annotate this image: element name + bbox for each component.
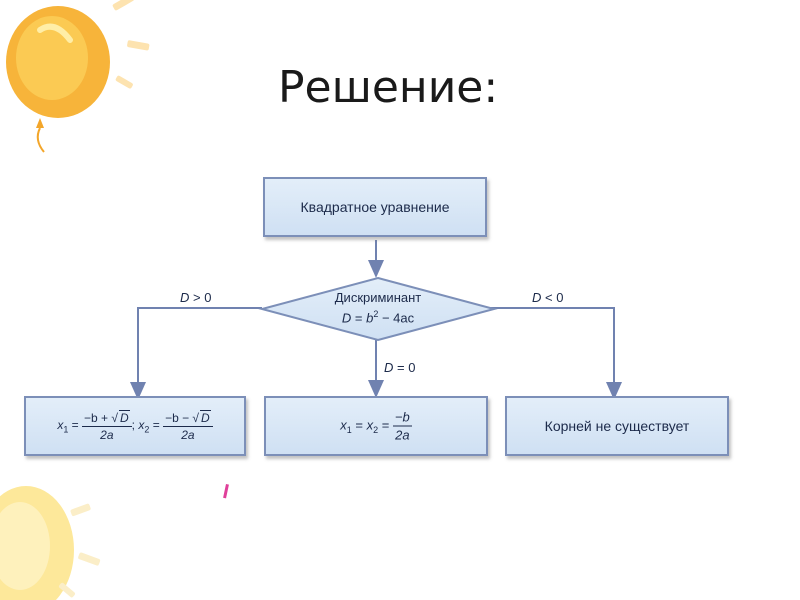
balloon-yellow-icon (0, 484, 229, 600)
root1-fraction: −b + √D 2a (82, 410, 132, 442)
two-roots-formula: x1 = −b + √D 2a ; x2 = −b − √D 2a (26, 410, 244, 442)
decision-label: Дискриминант D = b2 − 4ac (300, 289, 456, 326)
edge-label-left: D > 0 (180, 290, 212, 305)
arrow-decision-to-two-roots (130, 307, 262, 400)
balloon-orange-icon (6, 0, 150, 153)
decision-diamond (258, 276, 498, 342)
root2-fraction: −b − √D 2a (163, 410, 213, 442)
outcome-one-root-box: x1 = x2 = −b 2a (264, 396, 488, 456)
decision-formula: D = b2 − 4ac (341, 309, 415, 326)
outcome-no-roots-box: Корней не существует (505, 396, 729, 456)
no-roots-label: Корней не существует (544, 418, 690, 434)
one-root-fraction: −b 2a (392, 409, 412, 443)
outcome-two-roots-box: x1 = −b + √D 2a ; x2 = −b − √D 2a (24, 396, 246, 456)
decision-title: Дискриминант (334, 290, 422, 305)
arrow-decision-to-no-roots (490, 307, 622, 400)
one-root-formula: x1 = x2 = −b 2a (340, 409, 412, 443)
edge-label-middle: D = 0 (384, 360, 416, 375)
page-title: Решение: (278, 62, 499, 113)
start-label: Квадратное уравнение (300, 199, 450, 215)
edge-label-right: D < 0 (532, 290, 564, 305)
start-box: Квадратное уравнение (263, 177, 487, 237)
